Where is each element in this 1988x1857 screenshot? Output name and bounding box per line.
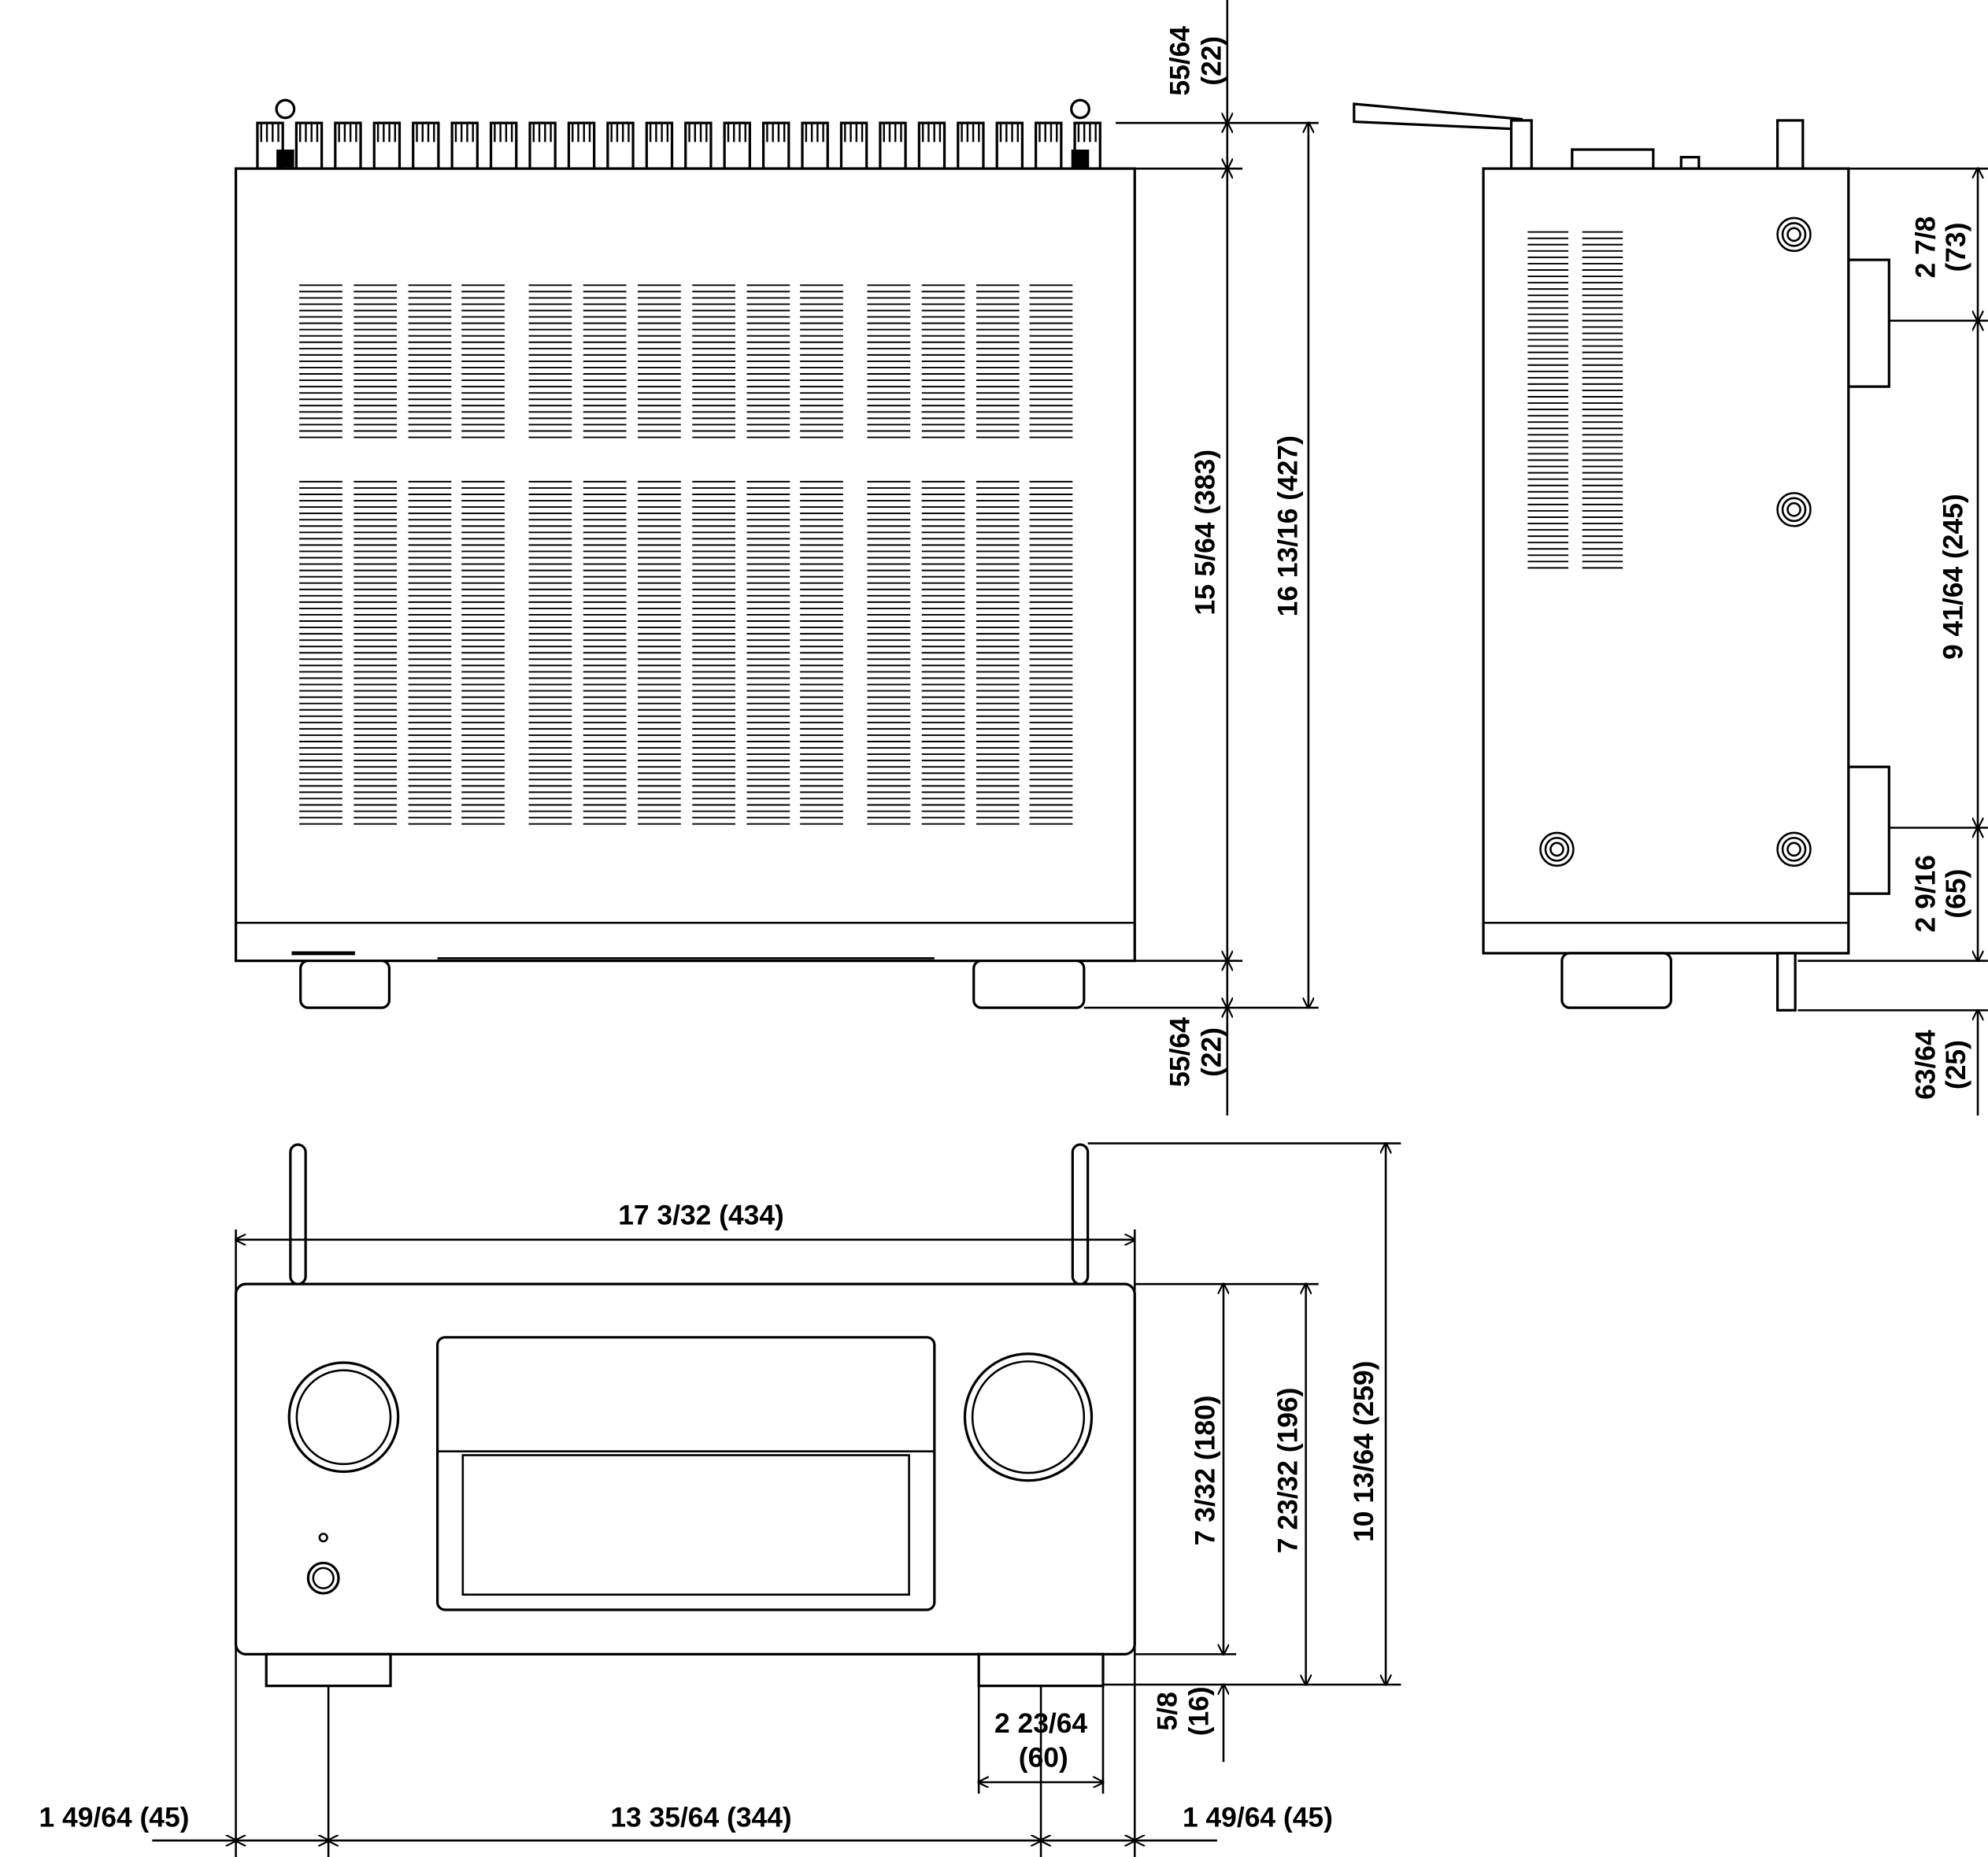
speaker-terminal bbox=[294, 121, 324, 170]
foot bbox=[265, 1652, 392, 1688]
dim-foot-height: 5/8 bbox=[1151, 1692, 1183, 1730]
foot bbox=[977, 1652, 1105, 1688]
screw-icon bbox=[1776, 216, 1812, 253]
speaker-terminal bbox=[1035, 121, 1063, 170]
ventilation-slots bbox=[299, 284, 1073, 825]
dim-overall-depth: 16 13/16 (427) bbox=[1272, 435, 1303, 616]
display-window bbox=[435, 1336, 936, 1611]
speaker-terminal bbox=[489, 121, 518, 170]
speaker-terminal bbox=[839, 121, 868, 170]
antenna-connector bbox=[276, 150, 294, 168]
dim-upper-foot: 2 7/8 bbox=[1909, 216, 1941, 279]
speaker-terminal bbox=[567, 121, 596, 170]
dim-lower-foot-mm: (65) bbox=[1940, 869, 1971, 919]
input-selector-knob bbox=[287, 1361, 400, 1474]
speaker-terminal bbox=[1073, 121, 1101, 170]
volume-knob bbox=[963, 1352, 1094, 1482]
dim-rear-overhang: 55/64 bbox=[1164, 26, 1195, 96]
side-view: 2 7/8 (73) 9 41/64 (245) 2 9/16 (65) 63/… bbox=[1353, 102, 1988, 1116]
speaker-terminals bbox=[256, 98, 1101, 170]
dim-height-with-feet: 7 23/32 (196) bbox=[1272, 1388, 1303, 1554]
screw-icon bbox=[1776, 492, 1812, 527]
foot bbox=[972, 959, 1086, 1009]
antenna-right bbox=[1071, 1143, 1090, 1285]
screws bbox=[1539, 216, 1812, 867]
dim-body-height: 7 3/32 (180) bbox=[1190, 1395, 1221, 1545]
speaker-terminal bbox=[528, 121, 557, 170]
dim-left-foot-offset: 1 49/64 (45) bbox=[39, 1801, 190, 1833]
dim-front-overhang-mm: (22) bbox=[1196, 1027, 1227, 1077]
antenna bbox=[1353, 102, 1523, 131]
antenna-connector bbox=[1071, 150, 1090, 168]
speaker-terminal bbox=[606, 121, 635, 170]
dim-width: 17 3/32 (434) bbox=[618, 1199, 784, 1230]
speaker-terminal bbox=[723, 121, 751, 170]
dim-front-overhang: 55/64 bbox=[1164, 1017, 1195, 1087]
speaker-terminal bbox=[334, 121, 362, 170]
front-view: 17 3/32 (434) 7 3/32 (180) 7 23/32 (196)… bbox=[39, 1143, 1401, 1857]
top-view: 55/64 (22) 15 5/64 (383) 16 13/16 (427) … bbox=[234, 0, 1319, 1116]
dim-foot-height-mm: (16) bbox=[1183, 1686, 1215, 1736]
antenna-left bbox=[289, 1143, 307, 1285]
speaker-terminal bbox=[801, 121, 829, 170]
foot bbox=[1560, 952, 1672, 1009]
speaker-terminal bbox=[450, 121, 479, 170]
dim-rear-overhang-side-mm: (25) bbox=[1940, 1040, 1971, 1089]
dim-foot-span: 13 35/64 (344) bbox=[610, 1801, 791, 1833]
speaker-terminal bbox=[879, 121, 907, 170]
dim-foot-width-mm: (60) bbox=[1019, 1742, 1068, 1774]
dim-rear-overhang-mm: (22) bbox=[1196, 36, 1227, 86]
speaker-terminal bbox=[917, 121, 946, 170]
foot bbox=[299, 959, 391, 1009]
dim-body-depth: 15 5/64 (383) bbox=[1190, 449, 1221, 616]
dim-lower-foot: 2 9/16 bbox=[1909, 855, 1941, 932]
speaker-terminal bbox=[412, 121, 440, 170]
speaker-terminal bbox=[995, 121, 1024, 170]
speaker-terminal bbox=[684, 121, 713, 170]
speaker-terminal bbox=[761, 121, 790, 170]
speaker-terminal bbox=[957, 121, 985, 170]
standby-led bbox=[318, 1533, 328, 1543]
dim-foot-spacing: 9 41/64 (245) bbox=[1938, 494, 1969, 660]
speaker-terminal bbox=[372, 121, 402, 170]
dim-right-foot-offset: 1 49/64 (45) bbox=[1183, 1801, 1333, 1833]
dim-height-with-antenna: 10 13/64 (259) bbox=[1348, 1361, 1379, 1542]
dim-upper-foot-mm: (73) bbox=[1940, 223, 1971, 272]
speaker-terminal bbox=[645, 121, 674, 170]
screw-icon bbox=[1539, 831, 1575, 867]
screw-icon bbox=[1776, 831, 1812, 867]
dim-rear-overhang-side: 63/64 bbox=[1909, 1030, 1941, 1100]
